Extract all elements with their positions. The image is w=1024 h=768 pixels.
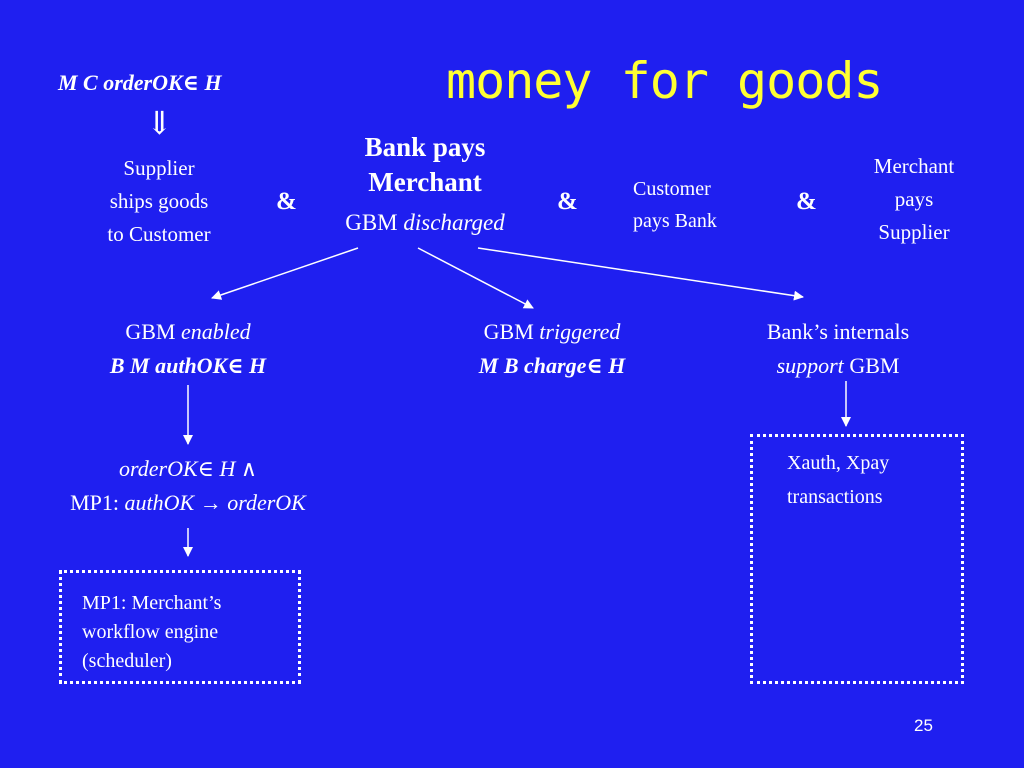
premise-formula: M C orderOK∈ H (58, 70, 222, 95)
orderok-line: orderOK∈ H ∧ (119, 456, 257, 481)
merchant-pays-supplier: Merchant pays Supplier (858, 150, 970, 249)
bank-pays-line: Merchant (368, 167, 482, 197)
supplier-line: to Customer (107, 222, 211, 246)
mp1-rule-line: MP1: authOK → orderOK (70, 490, 306, 515)
gbm-triggered-node: GBM triggered M B charge∈ H (434, 315, 670, 383)
slide-title: money for goods (446, 52, 884, 110)
gbm-triggered-formula: M B charge∈ H (478, 353, 626, 378)
gbm-enabled-formula: B M authOK∈ H (109, 353, 267, 378)
bank-pays-merchant: Bank pays Merchant (318, 130, 532, 200)
supplier-line: Supplier (123, 156, 195, 180)
conjunction-symbol: & (276, 188, 297, 215)
gbm-state: discharged (403, 210, 505, 235)
customer-line: Customer (633, 178, 711, 200)
gbm-label: GBM (345, 210, 404, 235)
page-number: 25 (914, 716, 933, 735)
merchant-line: Supplier (878, 220, 950, 244)
gbm-triggered-label: GBM triggered (483, 319, 621, 344)
arrow-to-bank-internals (477, 247, 804, 301)
implies-arrow-icon: ⇓ (146, 105, 173, 141)
customer-line: pays Bank (633, 210, 717, 232)
conjunction-symbol: & (796, 188, 817, 215)
support-gbm-label: support GBM (776, 353, 900, 378)
supplier-line: ships goods (109, 189, 209, 213)
supplier-ships-goods: Supplier ships goods to Customer (88, 152, 230, 251)
gbm-enabled-node: GBM enabled B M authOK∈ H (70, 315, 306, 383)
conjunction-symbol: & (557, 188, 578, 215)
merchant-workflow-text: MP1: Merchant’s workflow engine (schedul… (82, 592, 222, 672)
merchant-line: pays (894, 187, 934, 211)
bank-transactions-text: Xauth, Xpay transactions (787, 452, 890, 508)
arrow-to-gbm-enabled (211, 247, 359, 300)
bank-internals-label: Bank’s internals (766, 319, 910, 344)
bank-pays-line: Bank pays (364, 132, 486, 162)
gbm-discharged: GBM discharged (318, 210, 532, 236)
bank-transactions-box: Xauth, Xpay transactions (750, 434, 964, 684)
bank-internals-node: Bank’s internals support GBM (718, 315, 958, 383)
gbm-enabled-label: GBM enabled (125, 319, 251, 344)
merchant-line: Merchant (873, 154, 955, 178)
customer-pays-bank: Customer pays Bank (633, 173, 717, 237)
arrow-to-gbm-triggered (417, 247, 534, 309)
orderok-mp1-node: orderOK∈ H ∧ MP1: authOK → orderOK (20, 452, 356, 520)
merchant-workflow-box: MP1: Merchant’s workflow engine (schedul… (59, 570, 301, 684)
